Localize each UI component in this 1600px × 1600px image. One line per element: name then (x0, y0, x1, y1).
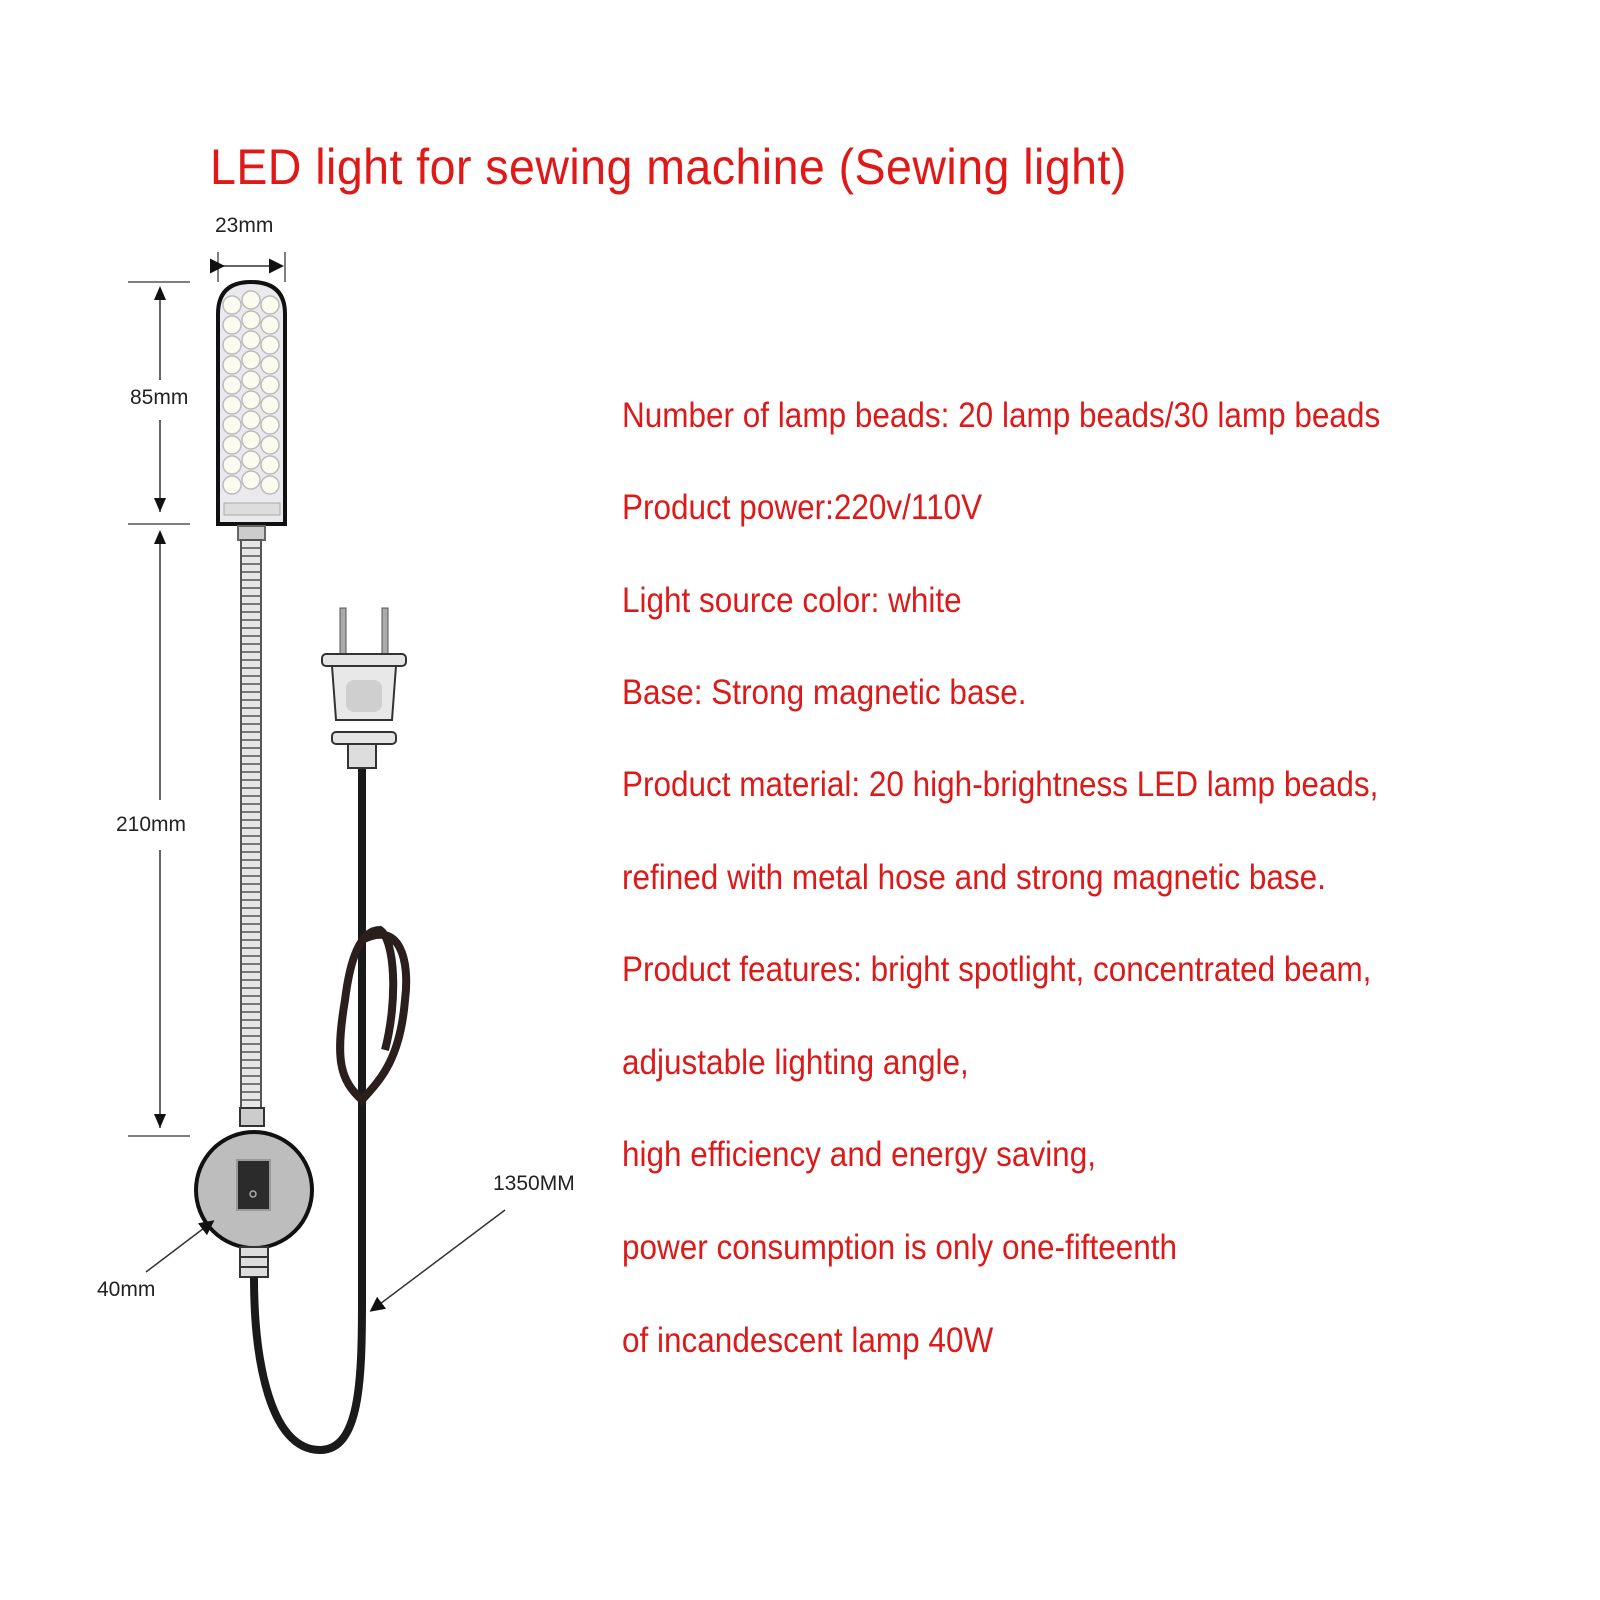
spec-features: Product features: bright spotlight, conc… (622, 950, 1372, 989)
power-switch (236, 1159, 271, 1211)
spec-lamp-beads: Number of lamp beads: 20 lamp beads/30 l… (622, 396, 1381, 435)
spec-features-angle: adjustable lighting angle, (622, 1043, 969, 1082)
page-title: LED light for sewing machine (Sewing lig… (210, 139, 1127, 195)
height-dimension-lines (128, 281, 190, 1137)
power-plug (321, 607, 407, 769)
base-diameter-leader (145, 1220, 215, 1273)
cable-length-label: 1350MM (493, 1172, 575, 1195)
hose-length-label: 210mm (116, 813, 187, 836)
spec-material: Product material: 20 high-brightness LED… (622, 765, 1379, 804)
spec-features-consumption: power consumption is only one-fifteenth (622, 1228, 1178, 1267)
spec-material-cont: refined with metal hose and strong magne… (622, 858, 1326, 897)
cable-coil (336, 925, 411, 1106)
spec-base: Base: Strong magnetic base. (622, 673, 1027, 712)
width-dimension (210, 252, 286, 282)
width-label: 23mm (215, 214, 274, 237)
magnetic-base (194, 1107, 314, 1278)
base-diameter-label: 40mm (97, 1278, 156, 1301)
spec-power: Product power:220v/110V (622, 488, 983, 527)
metal-hose (240, 539, 262, 1111)
power-cable (250, 760, 366, 1455)
head-height-label: 85mm (130, 386, 189, 409)
spec-features-efficiency: high efficiency and energy saving, (622, 1135, 1096, 1174)
spec-light-color: Light source color: white (622, 581, 962, 620)
cable-length-leader (369, 1209, 506, 1312)
spec-features-consumption-cont: of incandescent lamp 40W (622, 1321, 994, 1360)
lamp-head (216, 279, 287, 541)
